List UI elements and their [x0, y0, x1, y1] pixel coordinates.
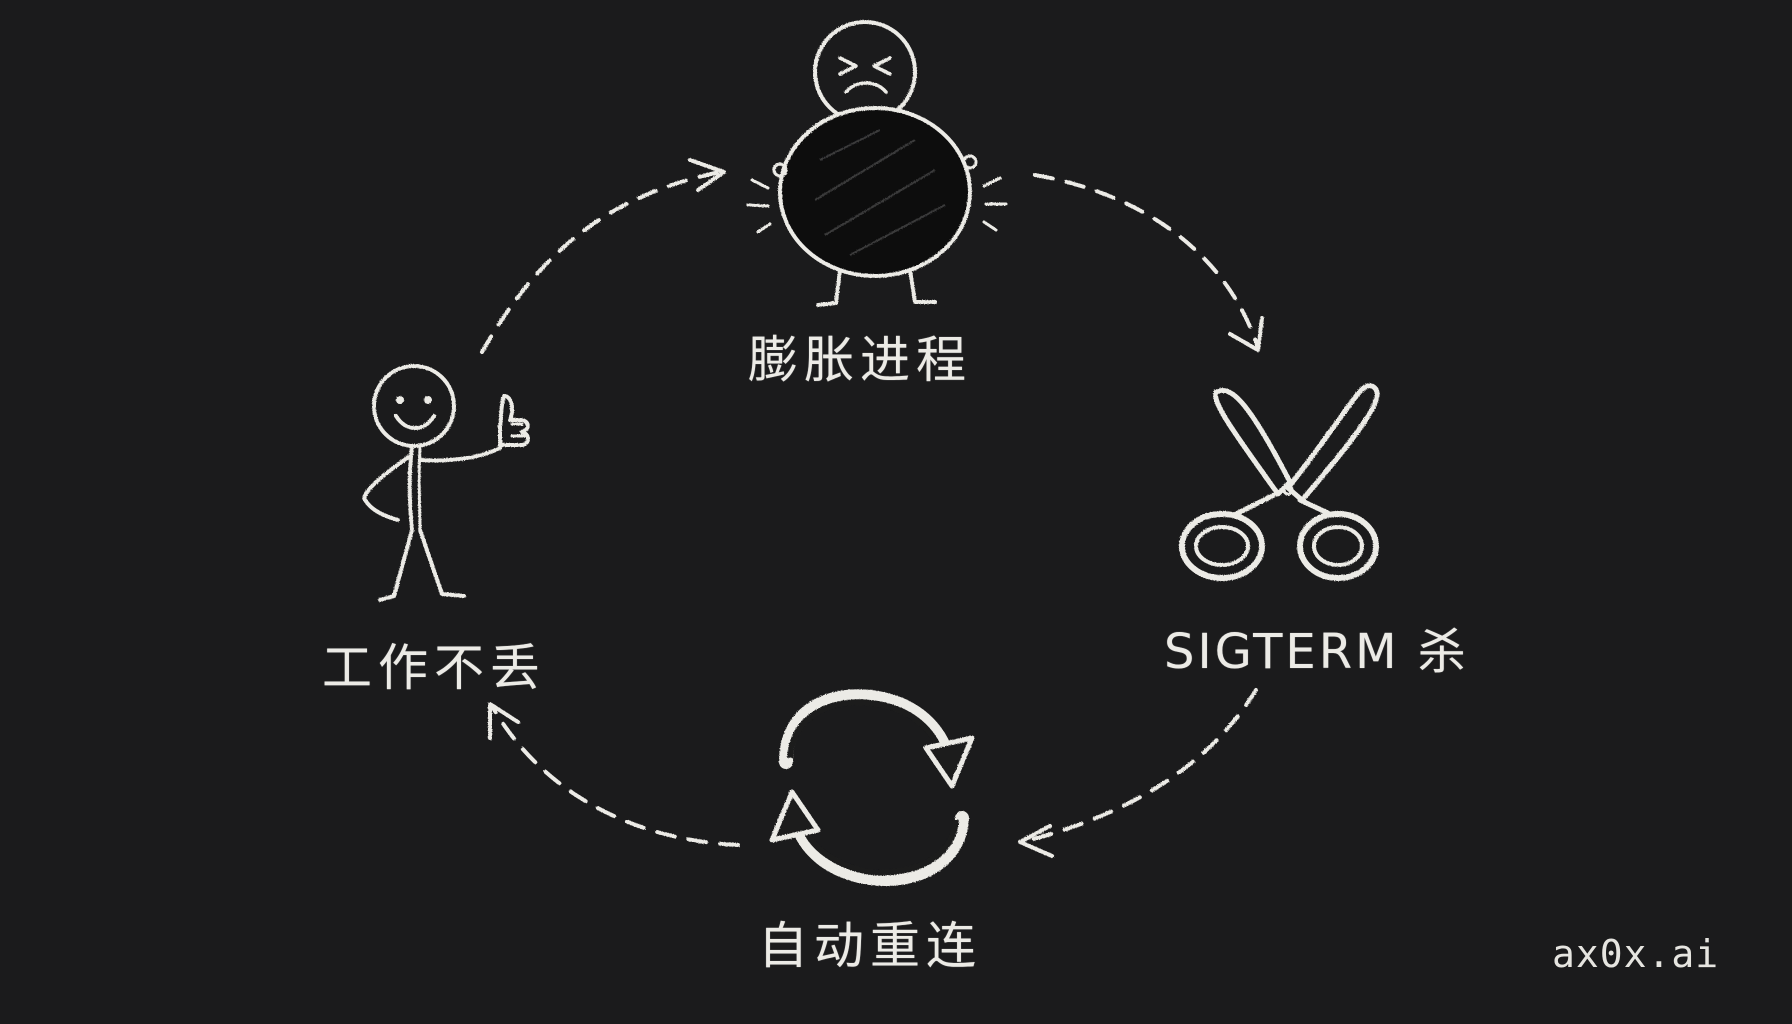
- label-sigterm-kill: SIGTERM 杀: [1164, 624, 1469, 680]
- label-auto-reconnect: 自动重连: [758, 917, 982, 975]
- label-bloated-process: 膨胀进程: [748, 331, 972, 389]
- bloated-figure-icon: [746, 20, 1008, 307]
- arrow-to-auto-reconnect: [1018, 688, 1258, 858]
- scissors-icon: [1179, 383, 1380, 581]
- arrow-to-sigterm: [1033, 173, 1264, 352]
- label-work-preserved: 工作不丢: [322, 639, 546, 697]
- arrow-to-bloated-process: [480, 158, 726, 354]
- arrow-to-work-preserved: [488, 702, 740, 847]
- thumbs-up-stick-figure-icon: [362, 364, 530, 602]
- refresh-cycle-icon: [769, 689, 975, 886]
- brand-watermark: ax0x.ai: [1552, 932, 1720, 976]
- cycle-arrows: [480, 158, 1264, 858]
